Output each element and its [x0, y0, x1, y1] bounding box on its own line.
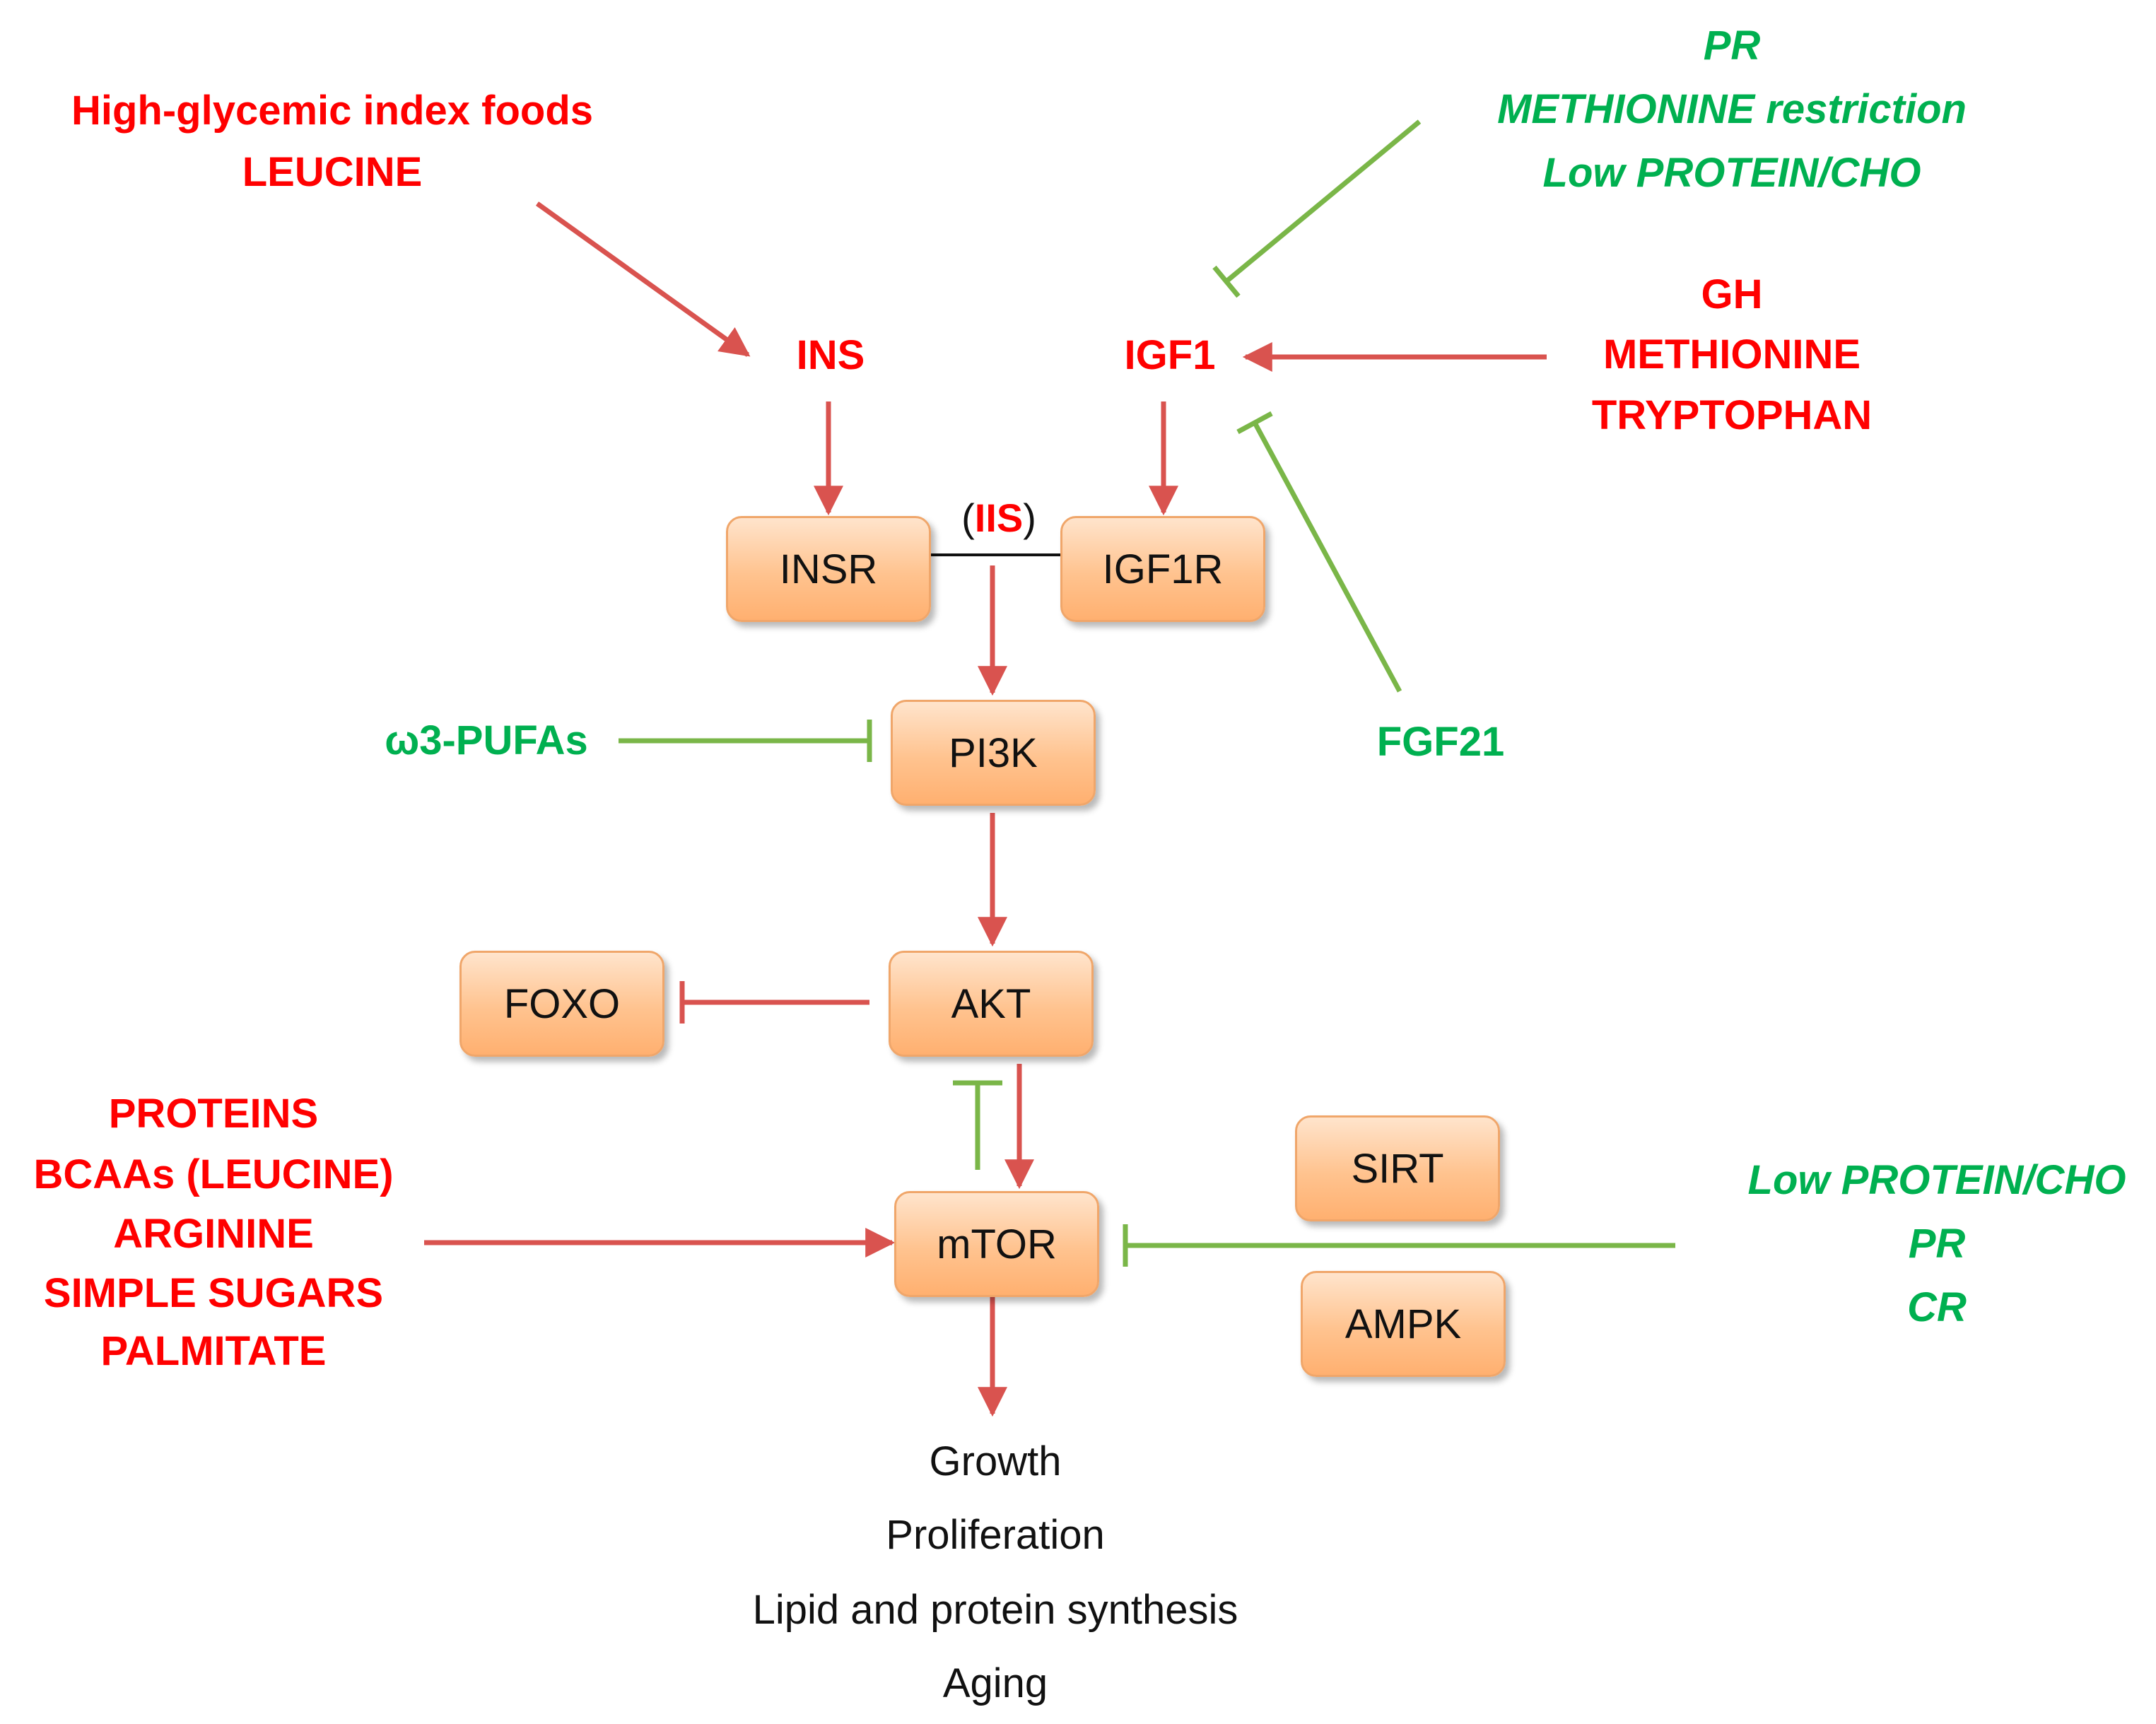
label-palmitate: PALMITATE	[100, 1328, 327, 1374]
node-foxo: FOXO	[459, 951, 664, 1057]
node-igf1r: IGF1R	[1060, 516, 1265, 622]
node-sirt: SIRT	[1295, 1115, 1500, 1221]
label-high-glycemic: High-glycemic index foods	[71, 88, 593, 134]
label-simple-sugars: SIMPLE SUGARS	[43, 1270, 384, 1316]
label-arginine: ARGININE	[113, 1211, 314, 1257]
label-leucine: LEUCINE	[242, 149, 423, 195]
outcome-aging: Aging	[942, 1660, 1048, 1706]
label-low-protein-cho-right: Low PROTEIN/CHO	[1747, 1157, 2126, 1203]
label-methionine: METHIONINE	[1603, 332, 1861, 377]
iis-close-paren: )	[1023, 495, 1036, 540]
node-ampk: AMPK	[1301, 1271, 1506, 1377]
label-proteins: PROTEINS	[108, 1091, 319, 1137]
label-tryptophan: TRYPTOPHAN	[1591, 392, 1873, 438]
label-bcaas: BCAAs (LEUCINE)	[33, 1151, 394, 1197]
iis-text: IIS	[974, 495, 1024, 540]
iis-label: (IIS)	[961, 498, 1036, 538]
outcome-proliferation: Proliferation	[886, 1512, 1105, 1558]
label-fgf21: FGF21	[1376, 719, 1505, 765]
label-methionine-restriction: METHIONINE restriction	[1497, 86, 1967, 132]
label-gh: GH	[1701, 271, 1763, 317]
label-igf1: IGF1	[1124, 332, 1216, 378]
node-pi3k: PI3K	[891, 700, 1096, 806]
node-insr: INSR	[726, 516, 931, 622]
inhibit-pr-to-igf1-bar	[1212, 265, 1241, 298]
label-w3-pufas: ω3-PUFAs	[385, 717, 588, 763]
label-ins: INS	[796, 332, 865, 378]
iis-open-paren: (	[961, 495, 975, 540]
node-mtor: mTOR	[894, 1191, 1099, 1297]
outcome-lipid-protein-synthesis: Lipid and protein synthesis	[752, 1587, 1238, 1633]
inhibit-pr-to-igf1	[1224, 119, 1422, 283]
label-cr-right: CR	[1907, 1284, 1967, 1330]
arrow-foods-to-ins	[535, 201, 751, 357]
outcome-growth: Growth	[929, 1438, 1062, 1484]
node-akt: AKT	[889, 951, 1094, 1057]
inhibit-fgf21-to-igf1	[1252, 421, 1402, 693]
inhibit-fgf21-to-igf1-bar	[1236, 411, 1273, 435]
label-low-protein-cho-top: Low PROTEIN/CHO	[1542, 150, 1921, 196]
label-pr-top: PR	[1703, 23, 1761, 69]
label-pr-right: PR	[1908, 1221, 1966, 1267]
